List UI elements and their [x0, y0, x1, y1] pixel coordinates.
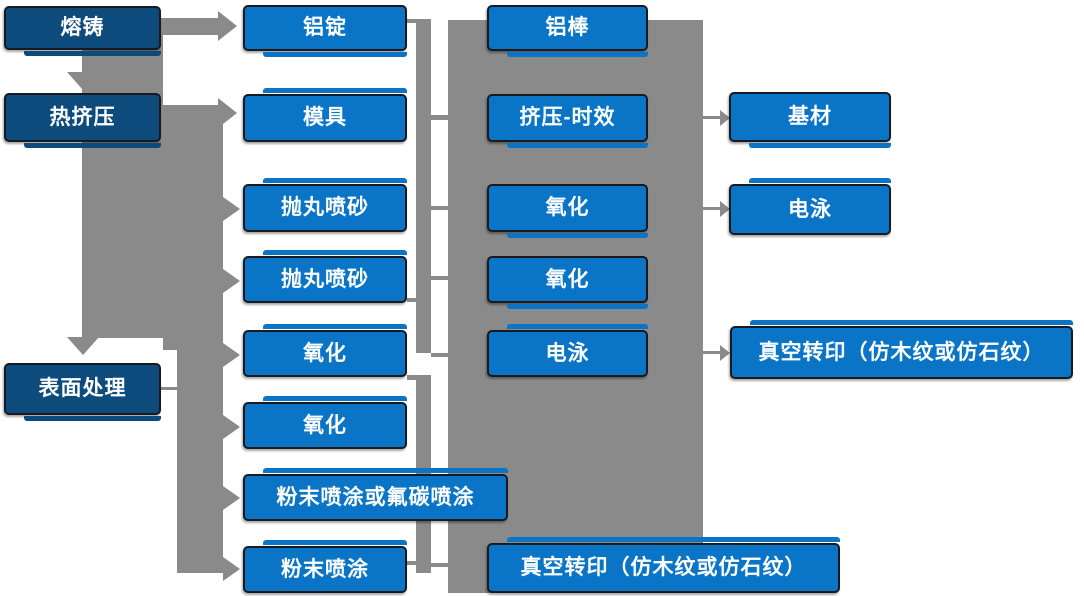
arrowhead-shotblast-2 [223, 269, 240, 293]
arrowhead-vacuum-transfer [720, 345, 730, 361]
stub-right-1 [431, 115, 448, 120]
arrow-line-electrophoresis [703, 207, 721, 210]
box-aluminum-ingot: 铝锭 [243, 5, 407, 57]
stub-right-2 [431, 206, 448, 210]
mid-bar-upper [416, 19, 431, 353]
surface-treatment-link-line [161, 387, 177, 390]
arrowhead-powder-fluorocarbon [223, 486, 240, 510]
box-oxidation-4: 氧化 [487, 256, 648, 309]
arrow-to-ingot-head [218, 11, 237, 41]
left-band-main [82, 18, 163, 338]
box-surface-treatment: 表面处理 [4, 363, 161, 421]
box-base-material: 基材 [729, 92, 891, 148]
left-band-right [163, 105, 223, 350]
box-shot-blast-sandblast-1: 抛丸喷砂 [243, 178, 407, 232]
box-extrusion-aging: 挤压-时效 [487, 94, 648, 148]
down-arrow-to-hot-extrusion [67, 72, 99, 90]
box-melt-casting: 熔铸 [4, 6, 161, 56]
stub-oxidation1 [407, 375, 416, 380]
arrow-to-ingot-body [163, 18, 218, 35]
box-mold: 模具 [243, 88, 407, 142]
left-band-lower [177, 350, 223, 573]
arrowhead-oxidation-2 [223, 415, 240, 439]
stub-ingot [407, 19, 416, 23]
box-powder-coating: 粉末喷涂 [243, 540, 407, 593]
arrow-line-vacuum-transfer [703, 351, 721, 354]
box-powder-or-fluorocarbon: 粉末喷涂或氟碳喷涂 [243, 468, 508, 521]
box-shot-blast-sandblast-2: 抛丸喷砂 [243, 250, 407, 303]
box-hot-extrusion: 热挤压 [4, 93, 161, 148]
box-vacuum-transfer-print-1: 真空转印（仿木纹或仿石纹） [487, 537, 840, 593]
box-electrophoresis-1: 电泳 [487, 324, 648, 377]
arrowhead-powder [223, 557, 240, 581]
arrowhead-base-material [720, 110, 730, 126]
box-oxidation-1: 氧化 [243, 324, 407, 377]
stub-shotblast2 [407, 298, 416, 302]
stub-right-3 [431, 276, 448, 280]
stub-right-5 [431, 563, 448, 567]
arrowhead-electrophoresis [720, 201, 730, 217]
arrow-line-base-material [703, 116, 721, 119]
arrow-to-mold-head [218, 98, 237, 128]
box-electrophoresis-2: 电泳 [729, 178, 891, 235]
stub-right-4 [431, 353, 448, 357]
box-oxidation-3: 氧化 [487, 184, 648, 238]
stub-powder [407, 561, 416, 565]
box-vacuum-transfer-print-2: 真空转印（仿木纹或仿石纹） [730, 320, 1073, 379]
arrowhead-oxidation-1 [223, 343, 240, 367]
arrowhead-shotblast-1 [223, 197, 240, 221]
box-oxidation-2: 氧化 [243, 396, 407, 449]
down-arrow-to-surface-treatment [67, 337, 99, 355]
box-aluminum-rod: 铝棒 [487, 5, 648, 57]
